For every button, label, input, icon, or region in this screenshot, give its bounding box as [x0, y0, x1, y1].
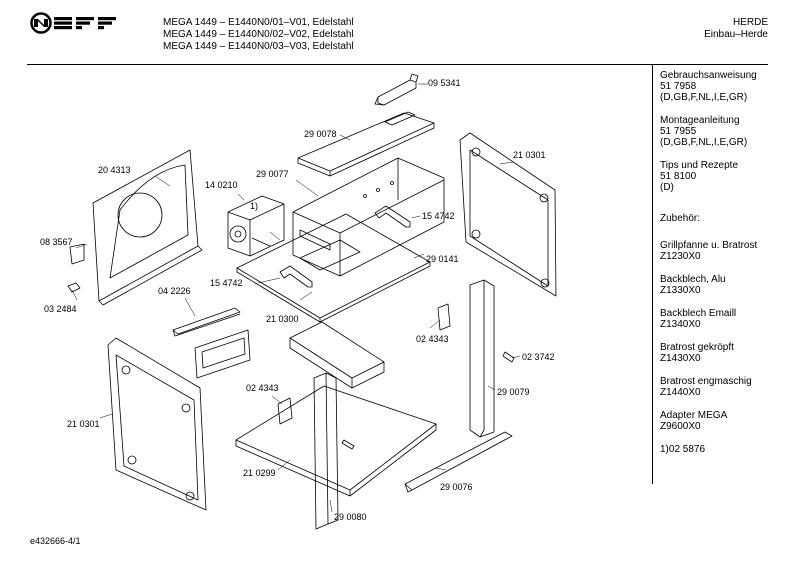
doc-title: Gebrauchsanweisung: [660, 70, 757, 81]
trim-strip-part: [404, 431, 513, 493]
accessory-code: Z1340X0: [660, 319, 701, 330]
side-panel-front-part: [107, 337, 207, 511]
accessory-code: Z9600X0: [660, 421, 701, 432]
model-line: MEGA 1449 – E1440N0/03–V03, Edelstahl: [163, 41, 354, 52]
exploded-drawing: [67, 73, 557, 530]
part-label: 15 4742: [210, 278, 243, 288]
tray-part: [289, 321, 385, 389]
sidebar: Gebrauchsanweisung 51 7958 (D,GB,F,NL,I,…: [660, 70, 790, 467]
part-label: 29 0080: [334, 512, 367, 522]
part-label: 14 0210: [205, 180, 238, 190]
accessory-item: Backblech, Alu Z1330X0: [660, 274, 790, 296]
part-label: 09 5341: [428, 78, 461, 88]
accessory-name: Bratrost gekröpft: [660, 342, 734, 353]
fan-motor-part: [227, 195, 285, 257]
sidebar-block: Montageanleitung 51 7955 (D,GB,F,NL,I,E,…: [660, 115, 790, 148]
neff-logo: [30, 12, 120, 34]
leader-lines: [71, 83, 521, 513]
part-label: 04 2226: [158, 286, 191, 296]
part-label: 29 0078: [304, 129, 337, 139]
part-label: 21 0299: [243, 468, 276, 478]
accessory-name: Backblech, Alu: [660, 274, 726, 285]
footnote: 1)02 5876: [660, 444, 790, 455]
top-cover-part: [297, 111, 435, 177]
header-divider: [27, 64, 768, 65]
part-label: 21 0301: [513, 150, 546, 160]
accessory-item: Bratrost engmaschig Z1440X0: [660, 376, 790, 398]
accessory-item: Adapter MEGA Z9600X0: [660, 410, 790, 432]
part-label: 02 4343: [416, 334, 449, 344]
footnote-text: 1)02 5876: [660, 444, 706, 455]
accessory-item: Backblech Emaill Z1340X0: [660, 308, 790, 330]
floor-plate-part: [236, 213, 431, 323]
document-id: e432666-4/1: [30, 536, 81, 546]
top-bracket-part: [374, 73, 419, 106]
accessory-name: Bratrost engmaschig: [660, 376, 752, 387]
accessory-name: Adapter MEGA: [660, 410, 728, 421]
part-label: 29 0141: [426, 254, 459, 264]
part-label: 15 4742: [422, 211, 455, 221]
screw-part: [341, 351, 515, 450]
small-clip-part: [67, 243, 85, 293]
accessory-code: Z1330X0: [660, 285, 701, 296]
sidebar-divider: [652, 64, 653, 484]
category-line: Einbau–Herde: [704, 29, 768, 40]
accessories-title: Zubehör:: [660, 213, 701, 224]
model-line: MEGA 1449 – E1440N0/01–V01, Edelstahl: [163, 17, 354, 28]
base-plate-part: [235, 385, 437, 497]
accessory-name: Backblech Emaill: [660, 308, 737, 319]
sidebar-block: Tips und Rezepte 51 8100 (D): [660, 160, 790, 193]
part-label: 29 0076: [440, 482, 473, 492]
doc-number: 51 7955: [660, 126, 697, 137]
category-line: HERDE: [732, 17, 768, 28]
part-label: 1): [250, 201, 259, 211]
sidebar-block: Gebrauchsanweisung 51 7958 (D,GB,F,NL,I,…: [660, 70, 790, 103]
doc-number: 51 7958: [660, 81, 697, 92]
part-label: 02 3742: [522, 352, 555, 362]
part-label: 29 0077: [256, 169, 289, 179]
doc-languages: (D,GB,F,NL,I,E,GR): [660, 92, 748, 103]
category: HERDE Einbau–Herde: [704, 17, 768, 41]
part-label: 08 3567: [40, 237, 73, 247]
part-label: 20 4313: [98, 165, 131, 175]
doc-title: Montageanleitung: [660, 115, 740, 126]
accessory-code: Z1430X0: [660, 353, 701, 364]
accessory-name: Grillpfanne u. Bratrost: [660, 240, 758, 251]
rail-right-part: [469, 279, 495, 438]
accessory-item: Grillpfanne u. Bratrost Z1230X0: [660, 240, 790, 262]
model-list: MEGA 1449 – E1440N0/01–V01, Edelstahl ME…: [163, 17, 354, 53]
part-label: 02 4343: [246, 383, 279, 393]
part-label: 29 0079: [497, 387, 530, 397]
part-label: 03 2484: [44, 304, 77, 314]
part-label: 21 0301: [67, 419, 100, 429]
accessories-heading: Zubehör:: [660, 213, 790, 224]
part-label: 21 0300: [266, 314, 299, 324]
model-line: MEGA 1449 – E1440N0/02–V02, Edelstahl: [163, 29, 354, 40]
rack-support-part: [172, 307, 251, 379]
handle-bracket-part: [279, 205, 411, 288]
doc-languages: (D): [660, 182, 674, 193]
small-bracket-part: [277, 303, 451, 425]
doc-title: Tips und Rezepte: [660, 160, 739, 171]
accessory-code: Z1230X0: [660, 251, 701, 262]
accessory-item: Bratrost gekröpft Z1430X0: [660, 342, 790, 364]
accessory-code: Z1440X0: [660, 387, 701, 398]
rail-front-part: [313, 372, 339, 530]
side-panel-right-part: [459, 132, 557, 297]
doc-number: 51 8100: [660, 171, 697, 182]
side-panel-left-part: [92, 149, 203, 306]
oven-housing-part: [292, 157, 445, 277]
doc-languages: (D,GB,F,NL,I,E,GR): [660, 137, 748, 148]
